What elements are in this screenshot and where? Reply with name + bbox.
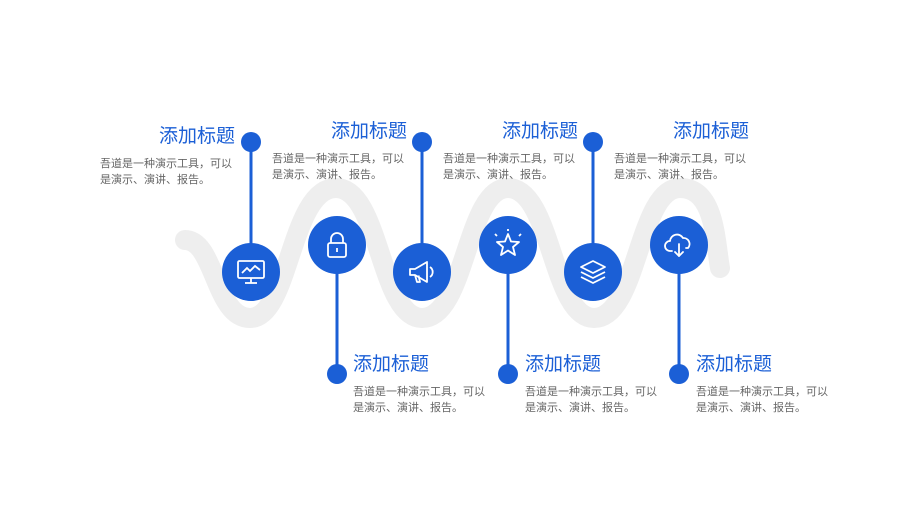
- step-3-node: [393, 243, 451, 301]
- step-3-desc: 吾道是一种演示工具，可以是演示、演讲、报告。: [272, 152, 404, 181]
- step-2-node: [308, 216, 366, 274]
- connector-dot-5: [583, 132, 603, 152]
- monitor-icon: [237, 260, 265, 284]
- step-6-node: [650, 216, 708, 274]
- layers-icon: [580, 260, 606, 284]
- connector-dot-3: [412, 132, 432, 152]
- step-3-title: 添加标题: [330, 120, 407, 142]
- step-5-text: 添加标题 吾道是一种演示工具，可以是演示、演讲、报告。: [443, 119, 578, 183]
- step-2-desc: 吾道是一种演示工具，可以是演示、演讲、报告。: [353, 385, 485, 414]
- step-6-text: 添加标题 吾道是一种演示工具，可以是演示、演讲、报告。: [696, 352, 836, 416]
- step-6-desc: 吾道是一种演示工具，可以是演示、演讲、报告。: [696, 385, 828, 414]
- lock-icon: [327, 232, 347, 258]
- step-2-title: 添加标题: [353, 353, 430, 375]
- step-5-title: 添加标题: [501, 120, 578, 142]
- cloud-download-icon: [664, 233, 691, 257]
- extra-top-title: 添加标题: [672, 120, 749, 142]
- connector-dot-2: [327, 364, 347, 384]
- connector-dot-4: [498, 364, 518, 384]
- step-4-title: 添加标题: [525, 353, 602, 375]
- megaphone-icon: [409, 261, 434, 283]
- step-6-title: 添加标题: [696, 353, 773, 375]
- step-2-text: 添加标题 吾道是一种演示工具，可以是演示、演讲、报告。: [353, 352, 493, 416]
- star-icon: [494, 229, 522, 256]
- step-1-desc: 吾道是一种演示工具，可以是演示、演讲、报告。: [100, 157, 232, 186]
- step-1-text: 添加标题 吾道是一种演示工具，可以是演示、演讲、报告。: [100, 124, 235, 188]
- connector-dot-1: [241, 132, 261, 152]
- step-5-desc: 吾道是一种演示工具，可以是演示、演讲、报告。: [443, 152, 575, 181]
- connector-dot-6: [669, 364, 689, 384]
- step-5-node: [564, 243, 622, 301]
- extra-top-desc: 吾道是一种演示工具，可以是演示、演讲、报告。: [614, 152, 746, 181]
- step-4-node: [479, 216, 537, 274]
- step-1-title: 添加标题: [158, 125, 235, 147]
- step-1-node: [222, 243, 280, 301]
- extra-top-text: 添加标题 吾道是一种演示工具，可以是演示、演讲、报告。: [614, 119, 749, 183]
- step-4-text: 添加标题 吾道是一种演示工具，可以是演示、演讲、报告。: [525, 352, 665, 416]
- step-4-desc: 吾道是一种演示工具，可以是演示、演讲、报告。: [525, 385, 657, 414]
- step-3-text: 添加标题 吾道是一种演示工具，可以是演示、演讲、报告。: [272, 119, 407, 183]
